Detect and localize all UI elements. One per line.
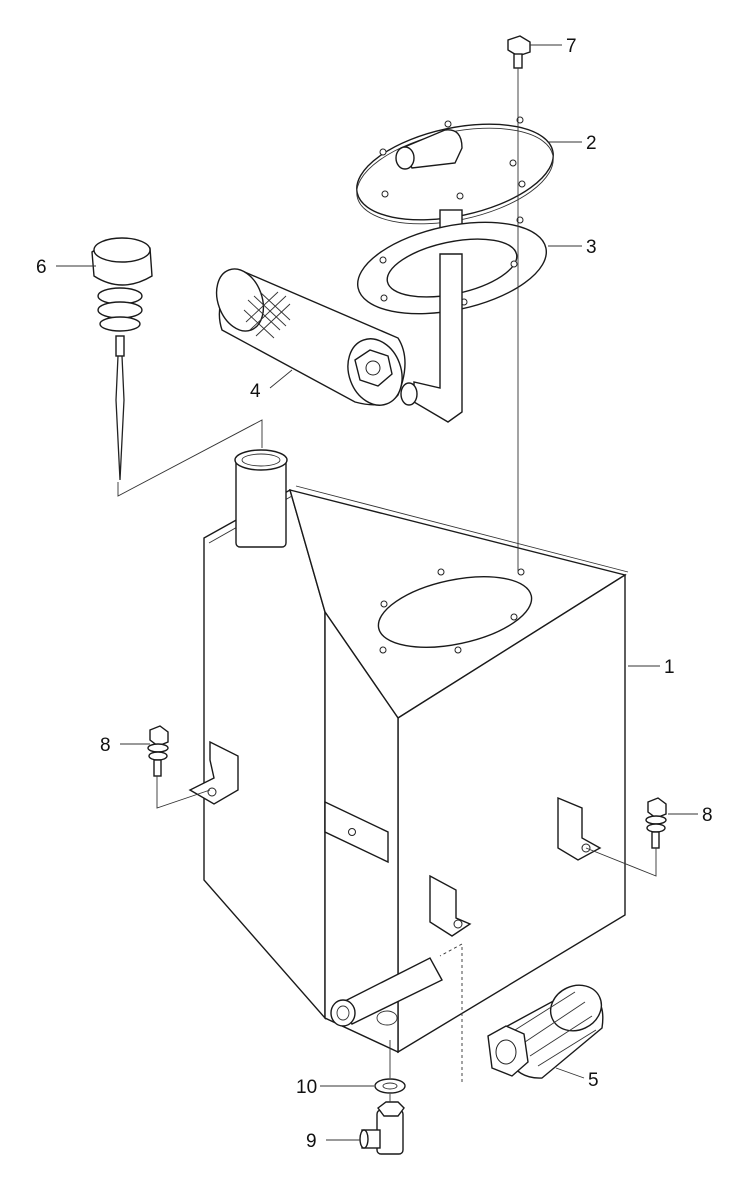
return-pipe xyxy=(400,253,463,423)
bracket-bolt-left xyxy=(147,725,169,777)
drain-tee-fitting xyxy=(359,1101,405,1155)
callout-10: 10 xyxy=(296,1077,317,1098)
callout-7: 7 xyxy=(566,36,577,57)
callout-labels: 1 2 3 4 5 6 7 8 8 9 10 xyxy=(36,36,713,1152)
callout-9: 9 xyxy=(306,1131,317,1152)
callout-4: 4 xyxy=(250,381,261,402)
callout-6: 6 xyxy=(36,257,47,278)
suction-strainer xyxy=(487,984,604,1079)
callout-2: 2 xyxy=(586,133,597,154)
cover-bolt xyxy=(507,35,531,69)
callout-5: 5 xyxy=(588,1070,599,1091)
callout-3: 3 xyxy=(586,237,597,258)
tank-top-cover xyxy=(356,116,554,255)
cover-gasket xyxy=(356,216,548,315)
callout-8-left: 8 xyxy=(100,735,111,756)
breather-cap-dipstick xyxy=(91,237,153,481)
assembly-lines xyxy=(56,44,698,1141)
bracket-bolt-right xyxy=(645,797,667,849)
return-filter xyxy=(215,268,406,406)
callout-8-right: 8 xyxy=(702,805,713,826)
seal-washer xyxy=(374,1078,406,1094)
hydraulic-tank xyxy=(188,449,629,1054)
callout-1: 1 xyxy=(664,657,675,678)
